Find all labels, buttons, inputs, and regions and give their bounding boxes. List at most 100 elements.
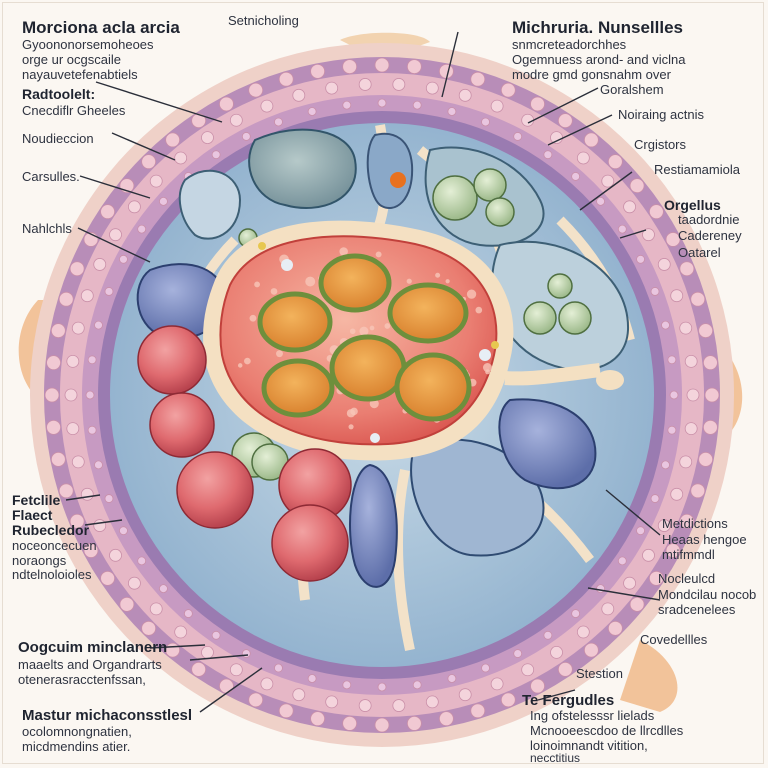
nucleus-speckle [276,350,283,358]
nucleus-speckle [270,288,278,295]
membrane-bead [128,200,141,214]
membrane-bead [260,99,274,113]
label-oogcuim-line2: otenerasracctenfssan, [18,672,146,687]
label-nocleulcd-title: Nocleulcd [658,571,716,586]
nucleus-speckle [348,424,354,430]
nucleus-speckle [359,326,369,336]
nucleus-speckle [339,247,348,256]
membrane-beads [44,57,720,733]
membrane-bead [470,703,486,719]
membrane-bead [438,711,454,727]
membrane-bead [149,602,163,616]
label-fetclile-line3: ndtelnoloioles [12,567,92,582]
membrane-bead [690,291,706,307]
membrane-bead [458,688,472,702]
membrane-bead [703,355,718,371]
membrane-bead [665,232,681,247]
membrane-bead [679,321,693,335]
membrane-bead [278,703,294,719]
membrane-bead [543,630,553,640]
membrane-bead [183,609,193,618]
membrane-bead [684,422,698,436]
nucleus-speckle [249,314,257,322]
membrane-bead [141,620,157,636]
membrane-bead [458,88,472,102]
membrane-bead [100,204,116,220]
membrane-bead [87,355,97,365]
label-fetclile-title-2: Flaect [12,507,53,523]
membrane-bead [392,699,406,712]
membrane-bead [310,63,326,79]
red-organelles [137,325,352,582]
membrane-bead [698,323,714,339]
membrane-bead [342,680,352,690]
membrane-bead [159,196,168,206]
membrane-bead [490,677,504,691]
membrane-bead [50,451,66,467]
label-michruria-line3: modre gmd gonsnahm over [512,67,671,82]
membrane-bead [617,556,627,566]
nucleus-speckle [305,276,316,287]
membrane-bead [191,661,207,677]
membrane-bead [571,609,581,618]
membrane-bead [596,196,605,206]
membrane-bead [629,178,645,194]
label-orgellus-line3: Oatarel [678,245,721,260]
membrane-bead [119,526,128,536]
membrane-bead [636,526,645,536]
membrane-bead [543,150,553,160]
membrane-bead [470,71,486,87]
membrane-bead [425,81,439,95]
membrane-bead [128,576,141,590]
nucleus-speckle [346,409,356,418]
membrane-bead [93,258,107,271]
label-mastur-line2: micdmendins atier. [22,739,131,754]
membrane-bead [623,200,636,214]
membrane-bead [513,649,523,658]
membrane-bead [667,425,677,435]
membrane-bead [66,422,80,436]
membrane-bead [325,81,339,95]
label-michruria-line2: Ogemnuess arond- and viclna [512,52,686,67]
membrane-bead [665,543,681,558]
membrane-bead [109,228,122,242]
membrane-bead [392,78,406,91]
membrane-bead [149,174,163,188]
membrane-bead [412,680,422,690]
membrane-bead [530,96,545,112]
membrane-bead [636,254,645,264]
membrane-bead [358,78,372,91]
membrane-bead [576,625,590,639]
label-fetclile-title-1: Fetclile [12,492,61,508]
label-radtoolelt-sub: Cnecdiflr Gheeles [22,103,126,118]
membrane-bead [679,513,695,529]
membrane-bead [377,98,387,108]
membrane-bead [374,57,390,73]
membrane-bead [521,663,535,677]
label-metdictions-line1: Heaas hengoe [662,532,747,547]
membrane-bead [703,419,718,435]
label-metdictions-line2: mtifmmdl [662,547,715,562]
nucleus-speckle [445,279,450,284]
membrane-bead [58,291,74,307]
nucleus-speckle [375,251,382,258]
label-nahlchls: Nahlchls [22,221,72,236]
label-fergudles-line2: Mcnooeescdoo de llrcdlles [530,723,684,738]
small-vesicles [258,172,499,443]
membrane-bead [650,287,660,296]
membrane-bead [650,494,660,503]
membrane-bead [104,494,114,503]
membrane-bead [119,596,135,612]
label-orgellus-line2: Cadereney [678,228,742,243]
label-orgellus-title: Orgellus [664,197,721,213]
label-metdictions-title: Metdictions [662,516,728,531]
label-morciona-title: Morciona acla arcia [22,18,180,37]
membrane-bead [211,150,221,160]
membrane-bead [159,584,168,594]
membrane-bead [307,107,317,116]
membrane-bead [274,117,283,127]
membrane-bead [583,642,599,658]
membrane-bead [377,682,387,692]
